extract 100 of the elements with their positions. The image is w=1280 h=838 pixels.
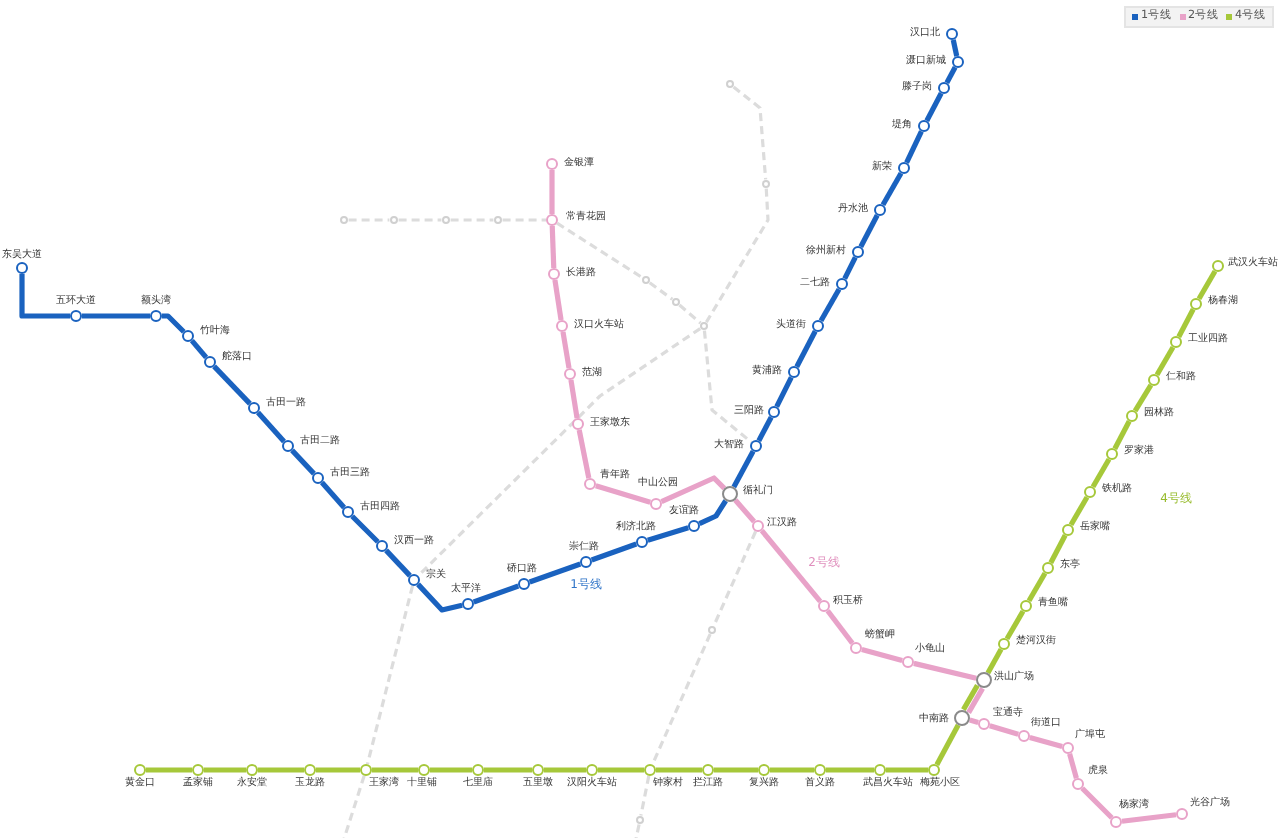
- station-marker: [707, 625, 717, 635]
- station-marker: [360, 764, 372, 776]
- metro-line: [1068, 495, 1090, 527]
- station-marker: [312, 472, 324, 484]
- metro-line: [320, 480, 346, 510]
- planned-line: [639, 775, 651, 816]
- metro-line: [552, 279, 564, 321]
- station-marker: [938, 82, 950, 94]
- metro-line: [660, 475, 727, 504]
- metro-line: [880, 171, 904, 207]
- metro-line: [544, 767, 586, 773]
- metro-line: [756, 416, 774, 442]
- station-marker: [586, 764, 598, 776]
- station-marker: [546, 214, 558, 226]
- metro-line: [656, 767, 702, 773]
- metro-line: [416, 582, 463, 613]
- station-marker: [752, 520, 764, 532]
- station-marker: [1018, 730, 1030, 742]
- planned-line: [417, 327, 702, 577]
- metro-line: [549, 170, 555, 214]
- planned-line: [702, 330, 753, 444]
- metro-line: [1176, 308, 1196, 338]
- station-marker: [548, 268, 560, 280]
- station-marker: [1110, 816, 1122, 828]
- metro-line: [1067, 753, 1079, 779]
- station-marker: [1062, 742, 1074, 754]
- station-marker: [376, 540, 388, 552]
- metro-line: [825, 609, 855, 645]
- station-marker: [1062, 524, 1074, 536]
- metro-line: [1121, 812, 1177, 824]
- station-marker: [150, 310, 162, 322]
- planned-line: [678, 303, 702, 325]
- metro-line: [384, 548, 412, 578]
- station-marker: [493, 215, 503, 225]
- metro-line: [595, 483, 651, 505]
- metro-line: [818, 287, 842, 323]
- planned-line: [450, 218, 494, 222]
- metro-line: [204, 767, 246, 773]
- metro-line: [646, 525, 690, 543]
- metro-line: [472, 583, 520, 605]
- station-marker: [584, 478, 596, 490]
- metro-line: [212, 364, 252, 406]
- station-marker: [1072, 778, 1084, 790]
- metro-line: [774, 376, 794, 408]
- station-marker: [532, 764, 544, 776]
- metro-line: [989, 723, 1019, 737]
- metro-line: [162, 313, 186, 334]
- station-marker: [918, 120, 930, 132]
- station-marker: [650, 498, 662, 510]
- station-marker: [952, 56, 964, 68]
- metro-line: [598, 767, 644, 773]
- metro-line: [484, 767, 532, 773]
- station-marker: [750, 440, 762, 452]
- station-marker: [1190, 298, 1202, 310]
- station-marker: [204, 356, 216, 368]
- planned-line: [365, 585, 415, 765]
- station-marker: [699, 321, 709, 331]
- interchange-marker: [976, 672, 992, 688]
- metro-line: [969, 717, 979, 725]
- metro-line: [759, 528, 823, 604]
- station-marker: [1084, 486, 1096, 498]
- station-marker: [546, 158, 558, 170]
- metro-line: [549, 225, 557, 269]
- station-marker: [1170, 336, 1182, 348]
- station-marker: [518, 578, 530, 590]
- station-marker: [978, 718, 990, 730]
- station-marker: [836, 278, 848, 290]
- planned-line: [502, 218, 546, 222]
- metro-line: [146, 767, 192, 773]
- metro-line: [904, 130, 924, 164]
- station-marker: [1106, 448, 1118, 460]
- metro-line: [1026, 571, 1048, 603]
- station-marker: [389, 215, 399, 225]
- metro-line: [944, 66, 958, 84]
- planned-line: [634, 824, 641, 838]
- station-marker: [246, 764, 258, 776]
- metro-line: [258, 767, 304, 773]
- metro-line: [1048, 534, 1068, 564]
- station-marker: [342, 506, 354, 518]
- station-marker: [248, 402, 260, 414]
- metro-line: [590, 541, 638, 563]
- metro-line: [934, 723, 961, 766]
- metro-line: [733, 498, 756, 524]
- station-marker: [1042, 562, 1054, 574]
- planned-line: [556, 221, 643, 279]
- metro-line: [961, 684, 980, 711]
- station-marker: [818, 600, 830, 612]
- metro-line: [1196, 269, 1218, 301]
- metro-line: [985, 647, 1004, 675]
- metro-line: [576, 429, 592, 479]
- metro-line: [794, 330, 818, 368]
- station-marker: [946, 28, 958, 40]
- station-marker: [702, 764, 714, 776]
- metro-line: [1004, 609, 1026, 641]
- station-marker: [758, 764, 770, 776]
- metro-line: [1029, 735, 1063, 749]
- station-marker: [556, 320, 568, 332]
- metro-line: [256, 410, 286, 444]
- metro-line: [826, 767, 874, 773]
- planned-line: [648, 281, 674, 301]
